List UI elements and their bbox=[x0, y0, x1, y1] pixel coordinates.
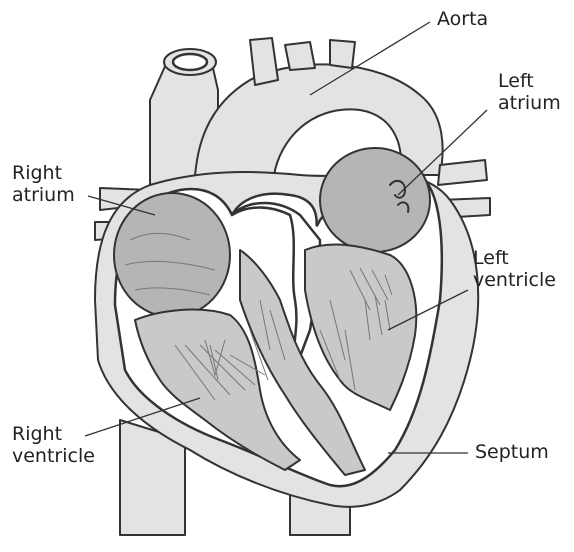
left-atrium-label: Left atrium bbox=[498, 70, 561, 114]
aorta-label: Aorta bbox=[437, 8, 488, 30]
right-atrium-label: Right atrium bbox=[12, 162, 75, 206]
left-atrium-shape bbox=[320, 148, 430, 252]
left-ventricle-label: Left ventricle bbox=[473, 247, 556, 291]
right-atrium-shape bbox=[114, 193, 230, 317]
right-ventricle-label: Right ventricle bbox=[12, 423, 95, 467]
septum-label: Septum bbox=[475, 441, 549, 463]
